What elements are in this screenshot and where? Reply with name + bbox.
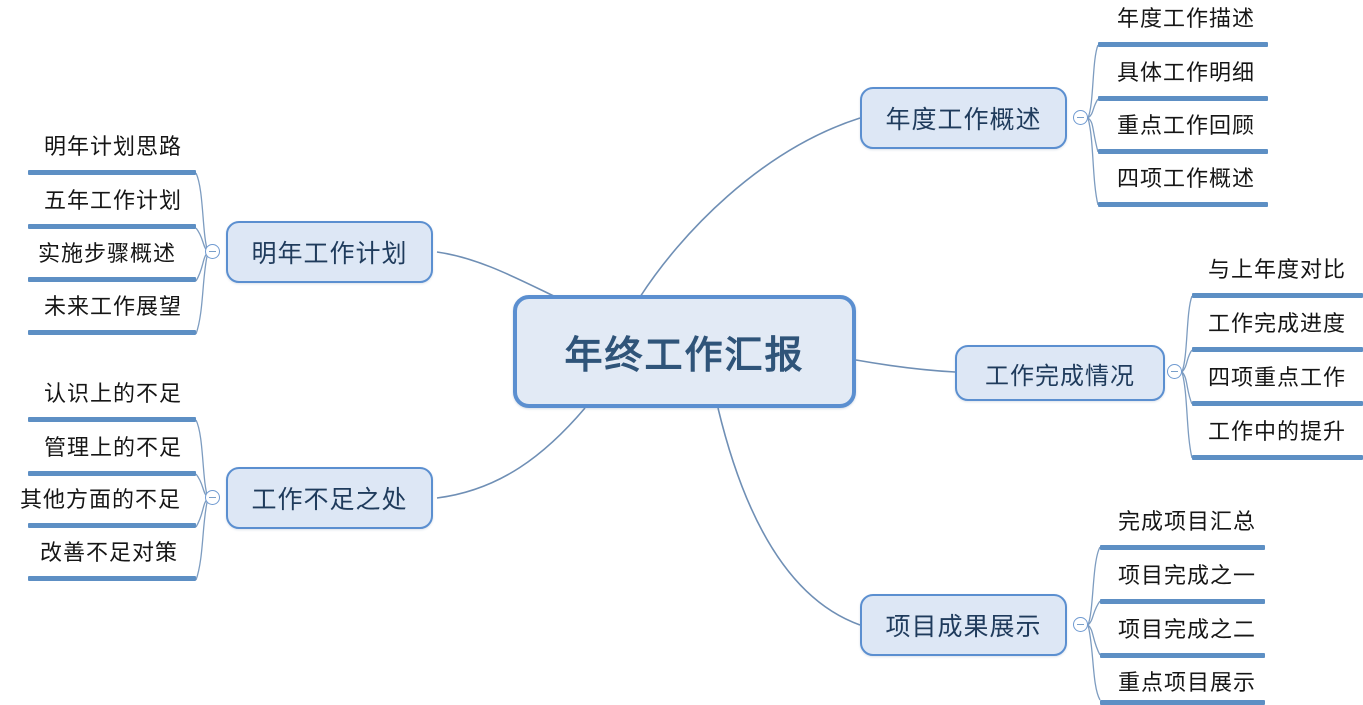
leaf-label: 年度工作描述 [1117, 6, 1256, 31]
leaf-label: 四项工作概述 [1117, 166, 1256, 191]
leaf-underline [28, 330, 196, 335]
leaf-underline [1100, 545, 1265, 550]
collapse-toggle-work-shortcomings[interactable] [205, 490, 220, 505]
collapse-toggle-work-completion[interactable] [1167, 364, 1182, 379]
leaf-label: 其他方面的不足 [20, 487, 182, 512]
leaf-underline [28, 471, 196, 476]
branch-label: 年度工作概述 [885, 106, 1042, 134]
leaf-underline [1192, 347, 1363, 352]
collapse-toggle-annual-work-overview[interactable] [1073, 110, 1088, 125]
branch-label: 明年工作计划 [251, 240, 408, 268]
branch-label: 项目成果展示 [885, 613, 1042, 641]
leaf-label: 未来工作展望 [44, 294, 183, 319]
branch-node-project-results[interactable]: 项目成果展示 [860, 594, 1067, 656]
root-node[interactable]: 年终工作汇报 [513, 295, 856, 408]
leaf-underline [1192, 293, 1363, 298]
branch-label: 工作不足之处 [251, 486, 408, 514]
minus-icon [1077, 116, 1084, 119]
branch-label: 工作完成情况 [985, 362, 1135, 390]
leaf-label: 项目完成之一 [1118, 563, 1257, 588]
leaf-underline [1098, 149, 1268, 154]
wire-root-next-year-plan [436, 251, 561, 300]
leaf-underline [28, 170, 196, 175]
leaf-label: 项目完成之二 [1118, 617, 1257, 642]
leaf-label: 完成项目汇总 [1118, 509, 1257, 534]
leaf-label: 四项重点工作 [1208, 365, 1347, 390]
wire-root-project-results [717, 407, 861, 626]
leaf-underline [28, 277, 196, 282]
collapse-toggle-project-results[interactable] [1073, 617, 1088, 632]
leaf-underline [28, 523, 196, 528]
leaf-underline [1098, 96, 1268, 101]
root-label: 年终工作汇报 [564, 335, 805, 377]
leaf-label: 重点项目展示 [1118, 670, 1257, 695]
leaf-label: 具体工作明细 [1117, 60, 1256, 85]
branch-node-annual-work-overview[interactable]: 年度工作概述 [860, 87, 1067, 149]
leaf-underline [1192, 401, 1363, 406]
leaf-label: 五年工作计划 [44, 188, 183, 213]
leaf-label: 明年计划思路 [44, 134, 183, 159]
leaf-label: 与上年度对比 [1208, 257, 1347, 282]
leaf-underline [1192, 455, 1363, 460]
leaf-underline [28, 417, 196, 422]
leaf-underline [1100, 653, 1265, 658]
leaf-label: 工作完成进度 [1208, 311, 1347, 336]
leaf-underline [1100, 700, 1265, 705]
leaf-underline [28, 576, 196, 581]
branch-node-next-year-plan[interactable]: 明年工作计划 [226, 221, 433, 283]
leaf-label: 重点工作回顾 [1117, 113, 1256, 138]
minus-icon [209, 250, 216, 253]
leaf-underline [1098, 42, 1268, 47]
leaf-label: 改善不足对策 [40, 540, 179, 565]
minus-icon [1171, 370, 1178, 373]
collapse-toggle-next-year-plan[interactable] [205, 244, 220, 259]
leaf-underline [1100, 599, 1265, 604]
wire-root-shortcomings [436, 407, 586, 499]
leaf-label: 管理上的不足 [44, 435, 183, 460]
leaf-underline [28, 224, 196, 229]
leaf-label: 认识上的不足 [44, 381, 183, 406]
branch-node-work-completion[interactable]: 工作完成情况 [955, 345, 1165, 401]
branch-node-work-shortcomings[interactable]: 工作不足之处 [226, 467, 433, 529]
wire-root-annual-overview [639, 117, 861, 298]
minus-icon [1077, 623, 1084, 626]
minus-icon [209, 496, 216, 499]
leaf-underline [1098, 202, 1268, 207]
leaf-label: 工作中的提升 [1208, 419, 1347, 444]
leaf-label: 实施步骤概述 [38, 241, 177, 266]
wire-root-work-completion [855, 359, 956, 373]
